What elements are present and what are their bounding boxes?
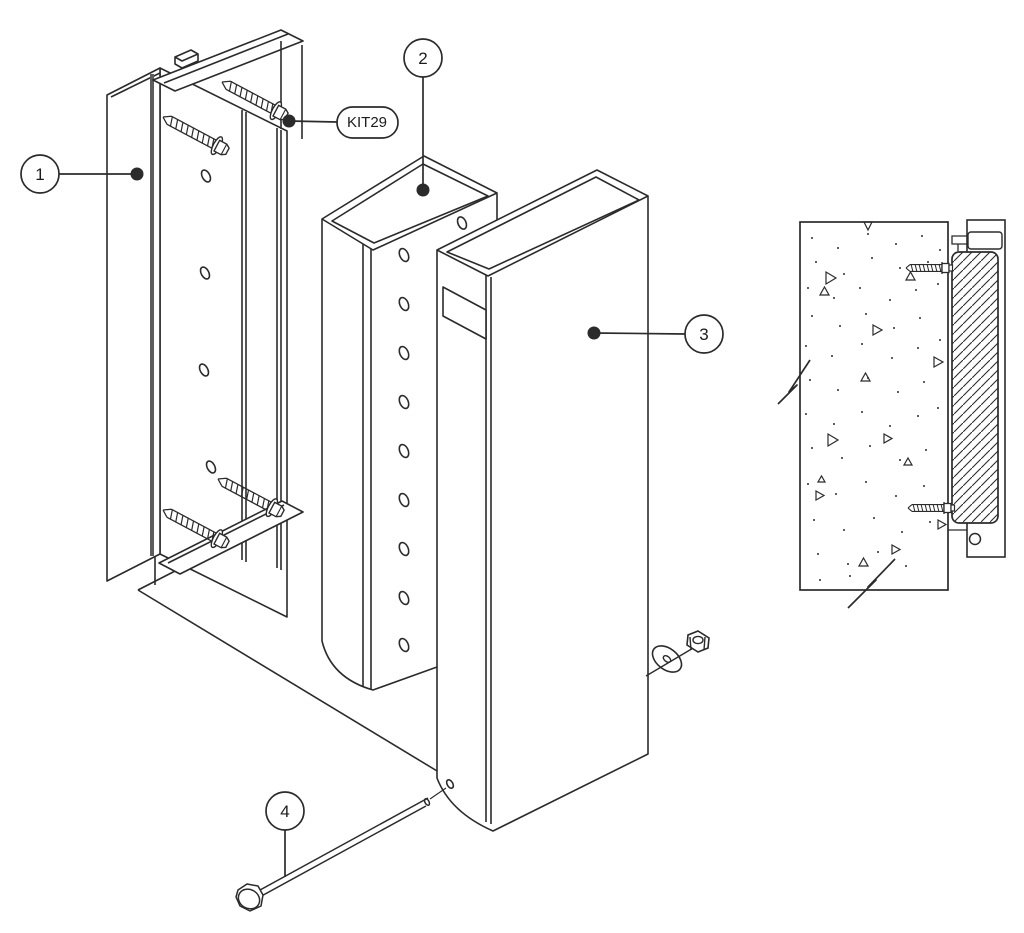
plate-hole xyxy=(968,532,982,546)
wall-section-detail xyxy=(777,219,1006,609)
callout-3: 3 xyxy=(587,314,724,354)
washer-and-nut xyxy=(645,630,710,677)
part-4-hex-bolt xyxy=(235,787,447,912)
part-1-top-bracket xyxy=(152,29,304,139)
callout-4: 4 xyxy=(265,791,305,877)
callout-2-label: 2 xyxy=(418,49,427,68)
callout-2: 2 xyxy=(403,38,443,197)
part-1-holes xyxy=(198,169,217,474)
callout-kit29: KIT29 xyxy=(282,106,399,139)
callout-3-label: 3 xyxy=(699,325,708,344)
bolt-head xyxy=(235,883,264,912)
part-1-wall-channel xyxy=(106,29,304,618)
callout-1-label: 1 xyxy=(35,165,44,184)
concrete-stipple-dots xyxy=(805,233,941,581)
channel-cross-section xyxy=(951,231,1003,524)
kit29-label: KIT29 xyxy=(347,114,387,131)
concrete-wall xyxy=(799,221,949,591)
part-3-bolt-hole xyxy=(445,778,455,790)
callout-4-label: 4 xyxy=(280,802,289,821)
part-1-bottom-footer xyxy=(154,500,304,585)
hex-nut xyxy=(686,630,710,653)
top-cap xyxy=(967,231,1003,250)
top-clip xyxy=(951,235,967,251)
part-3-label-plate xyxy=(442,286,487,340)
break-marks xyxy=(777,359,896,609)
callout-1: 1 xyxy=(20,154,144,194)
callouts: 1 2 3 4 KIT29 xyxy=(20,38,724,877)
part-2-holes xyxy=(398,216,468,653)
part-3-cover-channel xyxy=(436,169,649,832)
concrete-aggregate-triangles xyxy=(815,221,948,567)
